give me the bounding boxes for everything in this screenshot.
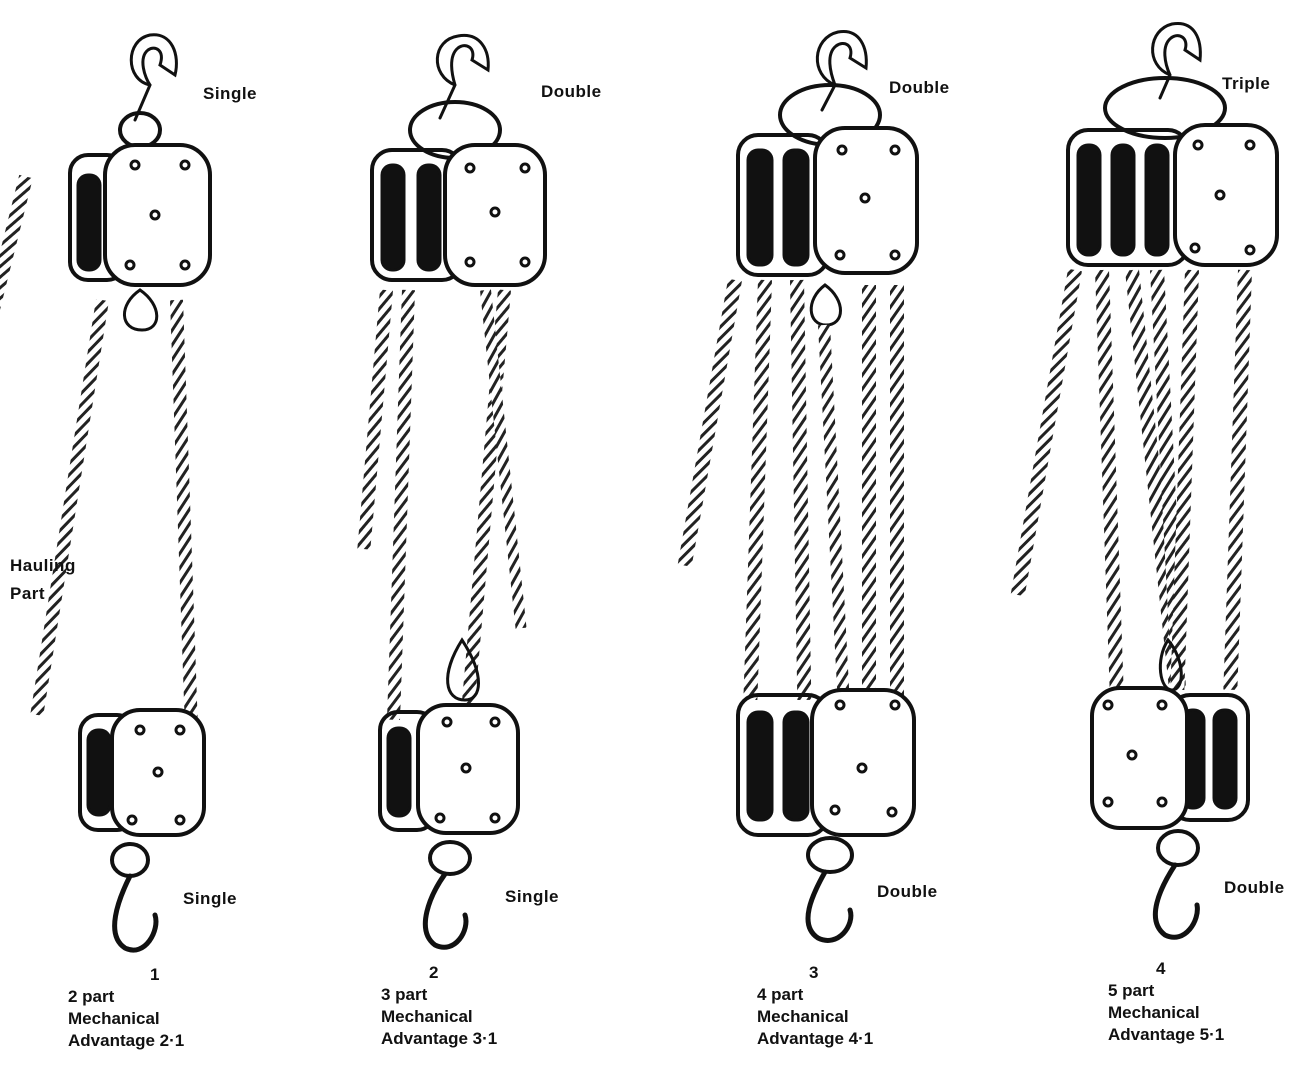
rope [1223, 270, 1252, 690]
becket-icon [811, 285, 840, 325]
rope [818, 325, 850, 705]
caption-line: 2 part [68, 986, 184, 1008]
bottom-shackle-icon [808, 838, 852, 872]
figure-number: 1 [68, 964, 184, 986]
bottom-shackle-icon [430, 842, 470, 874]
rope [743, 280, 772, 700]
rope [890, 285, 904, 695]
top-hook-icon [817, 31, 866, 110]
hauling-rope [1011, 269, 1082, 596]
rope [1095, 270, 1124, 690]
caption-line: Advantage 5·1 [1108, 1024, 1224, 1046]
top-block-icon [1175, 125, 1277, 265]
top-shackle-icon [120, 113, 160, 147]
tackle-1 [0, 35, 210, 950]
figure-number: 2 [381, 962, 497, 984]
figure-number: 3 [757, 962, 873, 984]
bottom-hook-icon [425, 874, 466, 947]
bottom-shackle-icon [1158, 831, 1198, 865]
hauling-rope [357, 289, 393, 549]
caption-line: 5 part [1108, 980, 1224, 1002]
rope [30, 299, 109, 716]
bottom-block-label: Single [505, 887, 559, 907]
caption-line: Advantage 4·1 [757, 1028, 873, 1050]
hauling-part-label-line1: Hauling [10, 556, 76, 576]
bottom-block-icon [418, 705, 518, 833]
bottom-block-icon [812, 690, 914, 835]
figure-number: 4 [1108, 958, 1224, 980]
figure-caption: 1 2 part Mechanical Advantage 2·1 [68, 964, 184, 1052]
top-hook-icon [131, 35, 176, 120]
top-hook-icon [1153, 23, 1201, 98]
becket-icon [124, 290, 156, 330]
caption-line: Mechanical [381, 1006, 497, 1028]
top-block-label: Triple [1222, 74, 1270, 94]
figure-caption: 4 5 part Mechanical Advantage 5·1 [1108, 958, 1224, 1046]
caption-line: Advantage 2·1 [68, 1030, 184, 1052]
caption-line: Advantage 3·1 [381, 1028, 497, 1050]
caption-line: Mechanical [757, 1006, 873, 1028]
hauling-rope [0, 175, 33, 528]
top-block-label: Double [541, 82, 602, 102]
rope [387, 290, 415, 720]
bottom-hook-icon [808, 872, 851, 940]
bottom-block-label: Single [183, 889, 237, 909]
bottom-hook-icon [1155, 865, 1197, 937]
tackle-2 [357, 35, 545, 947]
tackle-4 [1011, 23, 1277, 937]
bottom-shackle-icon [112, 844, 148, 876]
bottom-hook-icon [115, 876, 156, 950]
figure-caption: 2 3 part Mechanical Advantage 3·1 [381, 962, 497, 1050]
caption-line: Mechanical [1108, 1002, 1224, 1024]
top-block-label: Single [203, 84, 257, 104]
rope [790, 280, 811, 700]
caption-line: Mechanical [68, 1008, 184, 1030]
rope [170, 300, 198, 720]
rope [862, 285, 876, 695]
hauling-rope [678, 279, 742, 567]
bottom-block-label: Double [877, 882, 938, 902]
bottom-block-icon [112, 710, 204, 835]
bottom-block-label: Double [1224, 878, 1285, 898]
tackle-3 [678, 31, 917, 940]
figure-caption: 3 4 part Mechanical Advantage 4·1 [757, 962, 873, 1050]
hauling-part-label-line2: Part [10, 584, 45, 604]
caption-line: 3 part [381, 984, 497, 1006]
top-block-label: Double [889, 78, 950, 98]
caption-line: 4 part [757, 984, 873, 1006]
